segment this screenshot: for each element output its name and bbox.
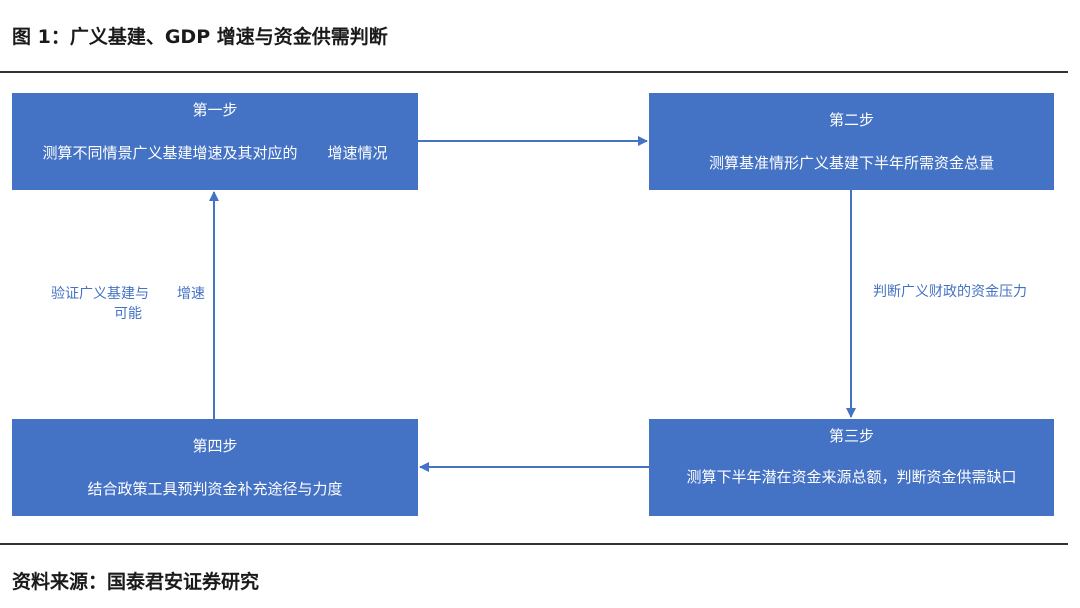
step-2-box: 第二步 测算基准情形广义基建下半年所需资金总量 (649, 93, 1054, 190)
step-1-label: 第一步 (192, 101, 238, 119)
step-4-box: 第四步 结合政策工具预判资金补充途径与力度 (12, 419, 418, 516)
bottom-divider (0, 543, 1068, 545)
step-3-text: 测算下半年潜在资金来源总额，判断资金供需缺口 (686, 468, 1017, 486)
edge-label-fiscal-pressure: 判断广义财政的资金压力 (873, 284, 1027, 300)
figure-source: 资料来源：国泰君安证券研究 (12, 571, 260, 593)
step-1-text: 测算不同情景广义基建增速及其对应的 增速情况 (42, 144, 388, 162)
top-divider (0, 71, 1068, 73)
step-3-label: 第三步 (828, 427, 874, 445)
step-3-box: 第三步 测算下半年潜在资金来源总额，判断资金供需缺口 (649, 419, 1054, 516)
figure-title: 图 1：广义基建、GDP 增速与资金供需判断 (12, 26, 388, 48)
step-4-label: 第四步 (192, 437, 238, 455)
step-1-box: 第一步 测算不同情景广义基建增速及其对应的 增速情况 (12, 93, 418, 190)
step-2-text: 测算基准情形广义基建下半年所需资金总量 (708, 154, 994, 172)
step-4-text: 结合政策工具预判资金补充途径与力度 (87, 480, 343, 498)
step-2-label: 第二步 (828, 111, 874, 129)
edge-label-verify-growth: 验证广义基建与 增速可能 (51, 286, 205, 322)
